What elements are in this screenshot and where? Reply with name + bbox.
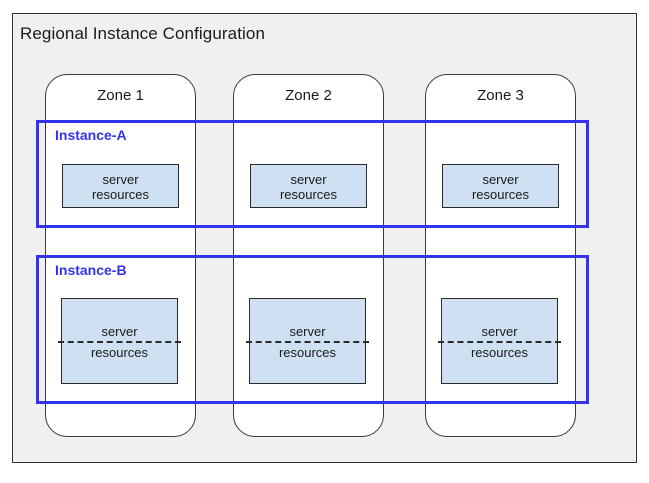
resource-line-1: server <box>290 172 327 187</box>
instance-label-b: Instance-B <box>55 262 127 278</box>
resource-line-2: resources <box>471 187 530 202</box>
instance-label-a: Instance-A <box>55 127 127 143</box>
resource-line-2: resources <box>470 345 529 360</box>
resource-box-instance-b-zone-2[interactable]: server resources <box>246 298 369 384</box>
resource-box-instance-a-zone-1[interactable]: server resources <box>62 164 179 208</box>
resource-box-instance-a-zone-3[interactable]: server resources <box>442 164 559 208</box>
resource-line-2: resources <box>279 187 338 202</box>
resource-line-2: resources <box>90 345 149 360</box>
zone-label-1: Zone 1 <box>97 87 144 104</box>
resource-line-1: server <box>101 324 138 339</box>
resource-line-1: server <box>102 172 139 187</box>
resource-line-1: server <box>482 172 519 187</box>
resource-split-divider <box>58 341 181 343</box>
resource-split-divider <box>438 341 561 343</box>
resource-box-instance-a-zone-2[interactable]: server resources <box>250 164 367 208</box>
resource-line-2: resources <box>278 345 337 360</box>
resource-line-1: server <box>289 324 326 339</box>
resource-box-instance-b-zone-1[interactable]: server resources <box>58 298 181 384</box>
region-title: Regional Instance Configuration <box>20 24 266 43</box>
resource-box-instance-b-zone-3[interactable]: server resources <box>438 298 561 384</box>
resource-split-divider <box>246 341 369 343</box>
resource-line-1: server <box>481 324 518 339</box>
zone-label-2: Zone 2 <box>285 87 332 104</box>
resource-line-2: resources <box>91 187 150 202</box>
zone-label-3: Zone 3 <box>477 87 524 104</box>
